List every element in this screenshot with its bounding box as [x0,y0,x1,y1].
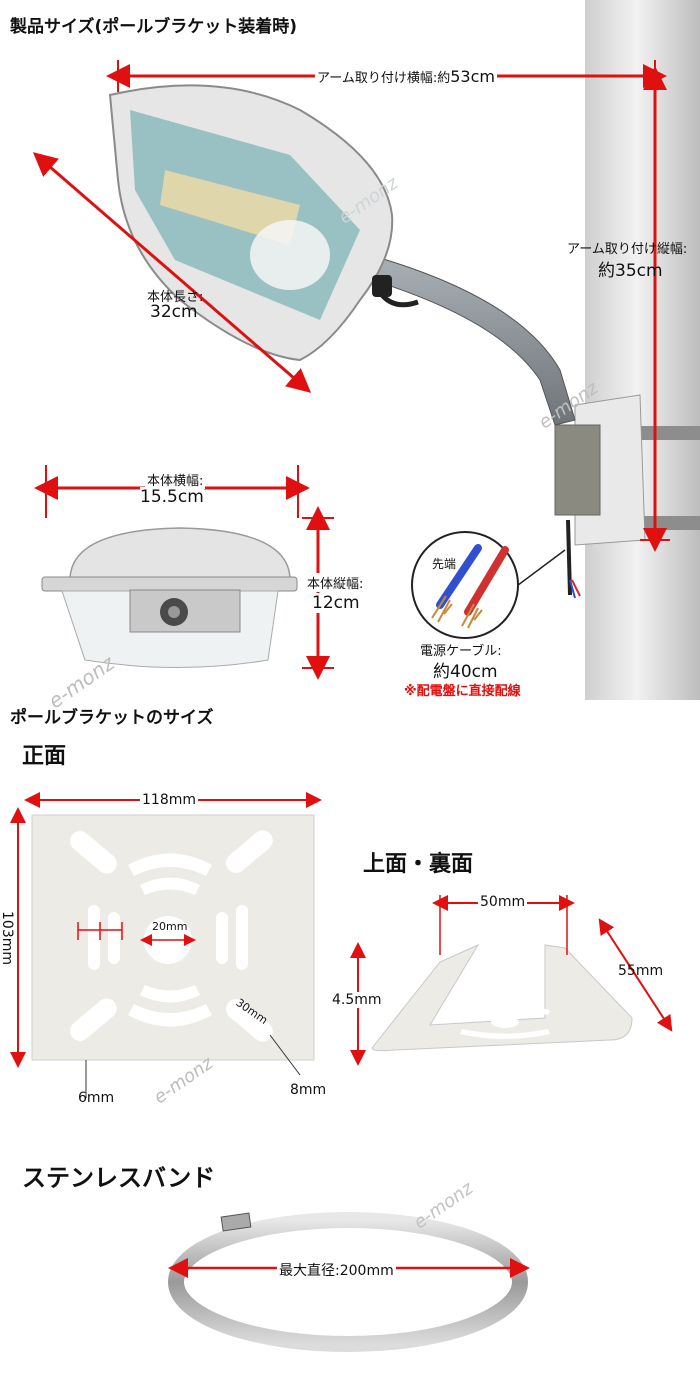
stainless-band [168,1212,528,1352]
cable-note: ※配電盤に直接配線 [404,684,521,699]
body-width-value: 15.5cm [140,487,204,507]
pole [585,0,700,700]
body-height-value: 12cm [312,593,360,613]
center-hole-dim: 20mm [152,920,188,933]
cable-label: 電源ケーブル: [420,644,502,659]
side-length-dim: 55mm [618,963,664,979]
front-heading: 正面 [22,744,67,769]
top-width-dim: 50mm [478,894,528,910]
plate-width: 118mm [140,792,198,808]
thickness-dim: 4.5mm [332,992,382,1008]
body-length-value: 32cm [150,302,198,322]
body-length-label: 本体長さ: [147,290,204,305]
band-max-diameter: 最大直径:200mm [277,1260,396,1280]
cable-tip-label: 先端 [432,557,457,571]
band-heading: ステンレスバンド [22,1164,216,1192]
arm-height-label: アーム取り付け縦幅: [567,242,688,257]
body-height-label: 本体縦幅: [305,573,366,592]
plate-height: 103mm [0,911,15,965]
product-size-heading: 製品サイズ(ポールブラケット装着時) [10,17,298,37]
top-back-heading: 上面・裏面 [363,852,474,877]
bracket-u-side [371,943,633,1052]
slot-width-dim: 8mm [290,1082,327,1098]
arm-height-value: 約35cm [598,261,663,281]
slot-gap-dim: 6mm [78,1090,115,1106]
cable-value: 約40cm [433,662,498,682]
body-width-label: 本体横幅: [145,470,206,489]
arm-width-label: アーム取り付け横幅:約53cm [315,67,497,86]
bracket-size-heading: ポールブラケットのサイズ [10,708,214,728]
